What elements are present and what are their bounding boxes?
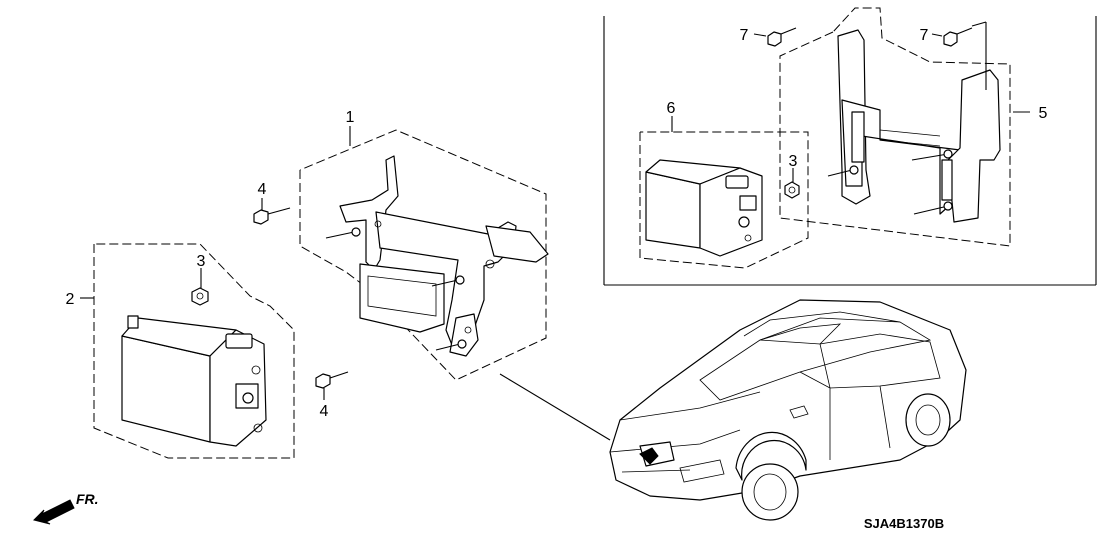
radar-sensor-unit [121, 315, 267, 447]
bolt-7-right [943, 27, 973, 47]
group-outline-1 [299, 129, 547, 381]
callout-3-inset: 3 [789, 153, 798, 170]
stud-bolts-inset [827, 149, 953, 215]
inset-frame [603, 16, 1097, 286]
sensor-bracket [339, 155, 549, 357]
stud-bolts [325, 227, 467, 351]
main-leaders [80, 126, 611, 441]
car-illustration [609, 299, 967, 521]
callout-4-lower: 4 [320, 403, 329, 420]
front-direction-arrow [33, 499, 75, 525]
callout-7-left: 7 [740, 27, 749, 44]
group-outline-5 [779, 7, 1011, 247]
front-direction-label: FR. [76, 491, 99, 507]
callout-1: 1 [346, 109, 355, 126]
diagram-code: SJA4B1370B [864, 516, 944, 531]
group-outline-2 [93, 243, 295, 459]
callout-6: 6 [667, 100, 676, 117]
bolt-7-left [767, 27, 797, 47]
sensor-bracket-inset [837, 29, 1001, 223]
bolt-4-upper [253, 207, 291, 225]
inset-leaders [671, 21, 1030, 182]
callout-4-upper: 4 [258, 181, 267, 198]
callout-5: 5 [1039, 105, 1048, 122]
flange-nut [191, 287, 209, 306]
callout-7-right: 7 [920, 27, 929, 44]
radar-sensor-unit-inset [645, 159, 763, 257]
callout-3: 3 [197, 253, 206, 270]
bolt-4-lower [315, 371, 349, 389]
group-outline-6 [639, 131, 809, 269]
flange-nut-inset [784, 181, 800, 199]
callout-2: 2 [66, 291, 75, 308]
